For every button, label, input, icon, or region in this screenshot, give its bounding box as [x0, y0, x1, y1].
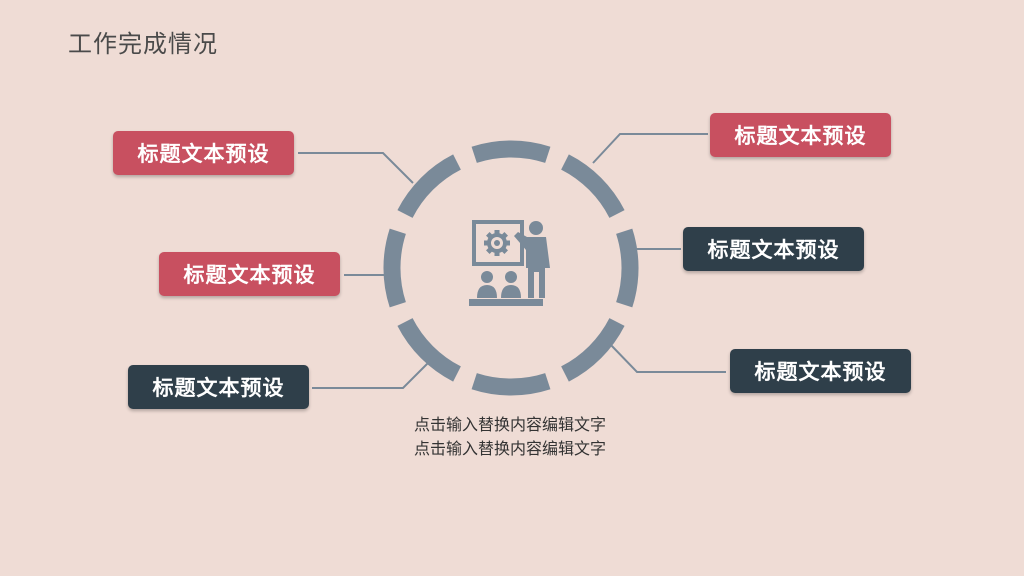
ring-segment	[616, 228, 639, 308]
title-label-left-middle[interactable]: 标题文本预设	[159, 252, 340, 296]
page-title: 工作完成情况	[68, 30, 218, 58]
ring-segment	[560, 317, 625, 382]
title-label-left-top[interactable]: 标题文本预设	[113, 131, 294, 175]
presentation-icon	[469, 220, 550, 306]
connector-line	[312, 359, 432, 389]
ring-segment	[397, 317, 462, 382]
title-label-right-top[interactable]: 标题文本预设	[710, 113, 891, 157]
connector-line	[298, 152, 414, 184]
ring-segment	[383, 228, 406, 308]
title-label-right-middle[interactable]: 标题文本预设	[683, 227, 864, 271]
ring-segment	[397, 154, 462, 219]
segmented-ring	[383, 140, 639, 396]
ring-segment	[560, 154, 625, 219]
connector-line	[592, 133, 708, 164]
ring-segment	[471, 373, 551, 396]
description-line[interactable]: 点击输入替换内容编辑文字	[413, 415, 606, 434]
title-label-right-bottom[interactable]: 标题文本预设	[730, 349, 911, 393]
description-line[interactable]: 点击输入替换内容编辑文字	[413, 439, 606, 458]
title-label-left-bottom[interactable]: 标题文本预设	[128, 365, 309, 409]
ring-segment	[471, 140, 551, 163]
connector-line	[608, 342, 726, 373]
